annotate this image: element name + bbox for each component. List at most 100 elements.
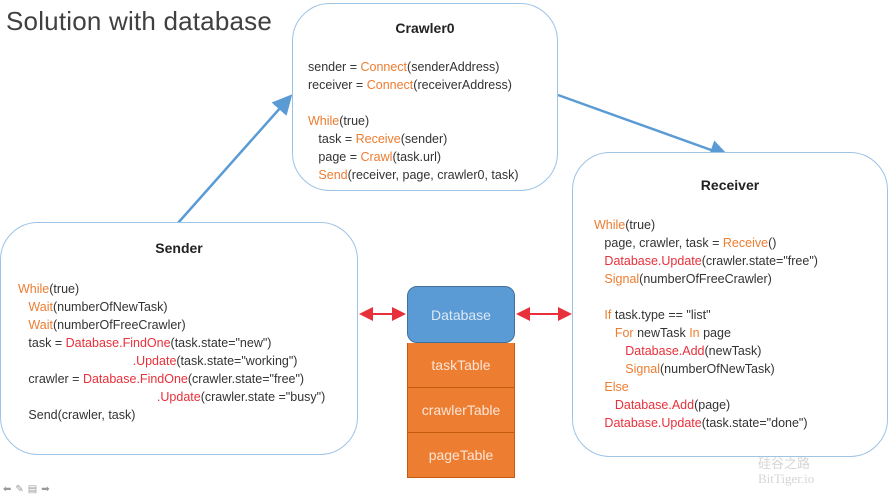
code-text: (numberOfNewTask) — [660, 362, 775, 376]
code-keyword: Crawl — [360, 150, 393, 164]
code-text: (task.state="working") — [176, 354, 298, 368]
code-line: Database.Add(newTask) — [594, 342, 818, 360]
crawler-title: Crawler0 — [395, 20, 455, 36]
sender-title: Sender — [155, 240, 203, 256]
code-line: While(true) — [594, 216, 818, 234]
code-text: (true) — [625, 218, 656, 232]
code-line — [594, 288, 818, 306]
code-text: (receiver, page, crawler0, task) — [347, 168, 519, 182]
code-line: crawler = Database.FindOne(crawler.state… — [18, 370, 325, 388]
sender-code: While(true) Wait(numberOfNewTask) Wait(n… — [18, 280, 325, 424]
sender-box: Sender While(true) Wait(numberOfNewTask)… — [0, 222, 358, 455]
code-db-call: Database.FindOne — [82, 372, 188, 386]
code-text: (crawler.state="free") — [187, 372, 305, 386]
code-db-call: Database.Add — [625, 344, 705, 358]
code-text: (task.state="done") — [701, 416, 808, 430]
code-line: Database.Update(crawler.state="free") — [594, 252, 818, 270]
table-page: pageTable — [407, 433, 515, 478]
arrow-sender-to-crawler — [177, 94, 293, 224]
code-text: Send(crawler, task) — [18, 408, 136, 422]
code-keyword: Signal — [625, 362, 661, 376]
code-text — [308, 168, 318, 182]
code-text: page, crawler, task = — [594, 236, 723, 250]
code-keyword: Signal — [604, 272, 640, 286]
arrow-crawler-to-receiver — [557, 93, 730, 160]
code-text: (numberOfNewTask) — [52, 300, 168, 314]
receiver-title: Receiver — [700, 177, 760, 193]
code-text — [594, 326, 615, 340]
code-keyword: In — [689, 326, 700, 340]
code-text: (task.state="new") — [170, 336, 272, 350]
code-text — [594, 380, 604, 394]
code-text: task = — [18, 336, 66, 350]
receiver-code: While(true) page, crawler, task = Receiv… — [594, 216, 818, 432]
code-keyword: While — [18, 282, 50, 296]
database-stack: Database taskTable crawlerTable pageTabl… — [407, 286, 515, 478]
code-keyword: For — [614, 326, 634, 340]
code-line — [308, 94, 519, 112]
code-text: task.type == "list" — [611, 308, 711, 322]
code-line: page, crawler, task = Receive() — [594, 234, 818, 252]
code-text: newTask — [633, 326, 690, 340]
database-node: Database — [407, 286, 515, 343]
table-crawler: crawlerTable — [407, 388, 515, 433]
code-text — [594, 344, 625, 358]
code-line: Send(receiver, page, crawler0, task) — [308, 166, 519, 184]
code-text: crawler = — [18, 372, 83, 386]
code-line: page = Crawl(task.url) — [308, 148, 519, 166]
slide-menu-icon[interactable]: ▤ — [27, 484, 38, 495]
code-text — [594, 362, 625, 376]
code-keyword: Connect — [366, 78, 414, 92]
code-text: (task.url) — [392, 150, 442, 164]
code-keyword: While — [308, 114, 340, 128]
code-text: (newTask) — [704, 344, 762, 358]
code-line: While(true) — [308, 112, 519, 130]
code-text: (crawler.state="free") — [701, 254, 818, 268]
code-line: Send(crawler, task) — [18, 406, 325, 424]
code-line: receiver = Connect(receiverAddress) — [308, 76, 519, 94]
code-text: (numberOfFreeCrawler) — [52, 318, 186, 332]
table-task: taskTable — [407, 343, 515, 388]
code-text — [18, 390, 157, 404]
code-text: task = — [308, 132, 356, 146]
code-line: Database.Update(task.state="done") — [594, 414, 818, 432]
code-text: () — [768, 236, 777, 250]
slide-title: Solution with database — [6, 6, 273, 36]
code-db-call: .Update — [156, 390, 201, 404]
prev-arrow-icon[interactable]: ⬅ — [3, 484, 12, 495]
code-line: If task.type == "list" — [594, 306, 818, 324]
code-line: For newTask In page — [594, 324, 818, 342]
code-keyword: Send — [318, 168, 348, 182]
code-line: Else — [594, 378, 818, 396]
code-keyword: Connect — [360, 60, 408, 74]
code-line: Database.Add(page) — [594, 396, 818, 414]
code-db-call: Database.Add — [614, 398, 695, 412]
code-line: While(true) — [18, 280, 325, 298]
next-arrow-icon[interactable]: ➡ — [41, 484, 50, 495]
code-text — [18, 300, 28, 314]
code-line: .Update(crawler.state ="busy") — [18, 388, 325, 406]
code-text — [594, 416, 604, 430]
code-keyword: If — [604, 308, 612, 322]
code-keyword: Receive — [355, 132, 401, 146]
code-line: Wait(numberOfNewTask) — [18, 298, 325, 316]
code-line: task = Receive(sender) — [308, 130, 519, 148]
code-keyword: Wait — [28, 300, 53, 314]
slide-toolbar: ⬅ ✎ ▤ ➡ — [3, 484, 50, 495]
code-keyword: Wait — [28, 318, 53, 332]
code-text: (sender) — [400, 132, 448, 146]
code-text — [594, 254, 604, 268]
pen-icon[interactable]: ✎ — [15, 484, 24, 495]
code-text: (numberOfFreeCrawler) — [639, 272, 772, 286]
code-keyword: Receive — [722, 236, 769, 250]
code-line: Wait(numberOfFreeCrawler) — [18, 316, 325, 334]
code-text: (true) — [339, 114, 370, 128]
watermark-line1: 硅谷之路 — [758, 456, 811, 471]
code-line: Signal(numberOfNewTask) — [594, 360, 818, 378]
code-text — [18, 318, 28, 332]
code-db-call: Database.Update — [604, 254, 702, 268]
code-keyword: Else — [604, 380, 629, 394]
code-line: sender = Connect(senderAddress) — [308, 58, 519, 76]
code-text — [594, 272, 604, 286]
